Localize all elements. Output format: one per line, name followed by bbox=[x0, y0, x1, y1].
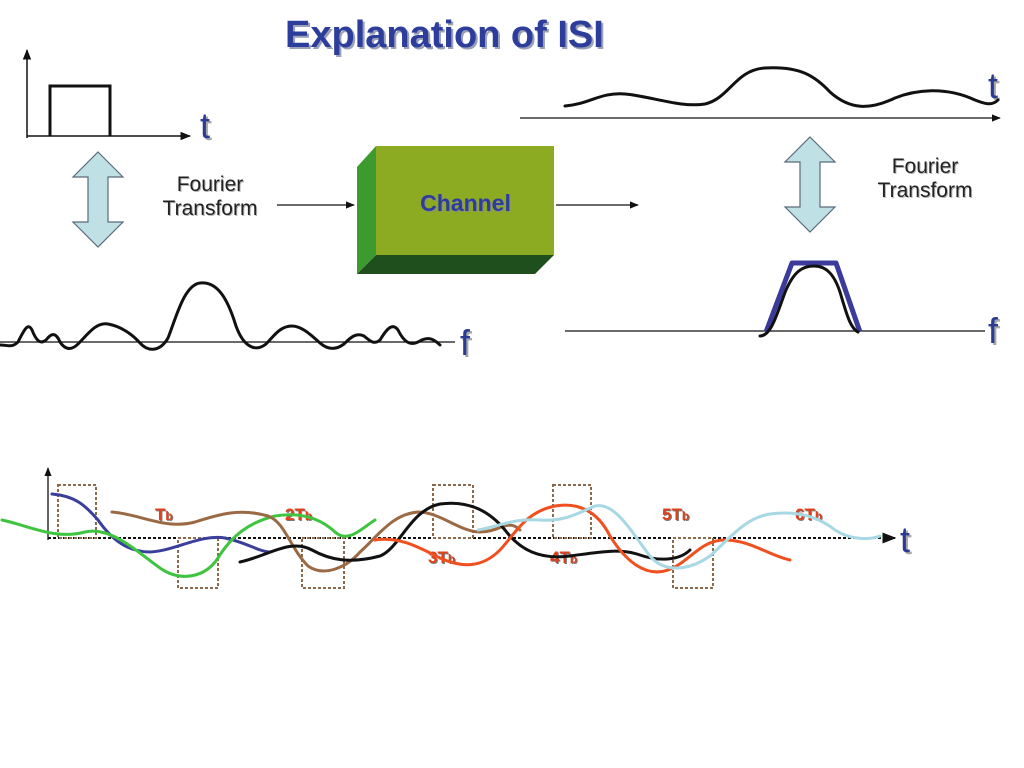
output-spectrum-curve bbox=[758, 264, 860, 338]
output-time-domain-plot bbox=[520, 66, 1001, 122]
left-transform-line1: Fourier bbox=[176, 173, 244, 196]
pulse-curve-green bbox=[0, 513, 377, 578]
top-left-time-axis-label: t bbox=[200, 105, 211, 146]
channel-bandlimit-trapezoid bbox=[763, 260, 863, 333]
symbol-label-1: Tb bbox=[155, 505, 173, 524]
bit-box-4 bbox=[432, 484, 474, 539]
sinc-spectrum-curve bbox=[0, 281, 442, 351]
symbol-label-5: 5Tb bbox=[662, 505, 690, 524]
right-fourier-double-arrow bbox=[783, 136, 837, 233]
top-right-freq-axis-label: f bbox=[988, 310, 999, 351]
top-right-time-axis-label: t bbox=[988, 65, 999, 106]
bit-box-3 bbox=[301, 537, 345, 589]
input-frequency-domain-plot bbox=[0, 281, 455, 351]
left-transform-line2: Transform bbox=[162, 197, 258, 221]
channel-block bbox=[357, 146, 554, 274]
bit-box-2 bbox=[177, 537, 219, 589]
left-fourier-transform-label: Fourier Transform bbox=[145, 173, 275, 221]
channel-label: Channel bbox=[420, 190, 511, 216]
pulse-curve-blue bbox=[50, 492, 272, 554]
pulse-curve-black bbox=[238, 501, 692, 564]
isi-pulse-train-plot bbox=[0, 467, 897, 589]
channel-bottom-face bbox=[357, 255, 554, 274]
right-transform-line1: Fourier bbox=[891, 155, 959, 178]
pulse-curve-brown bbox=[110, 510, 522, 573]
right-transform-line2: Transform bbox=[877, 179, 973, 203]
top-left-freq-axis-label: f bbox=[460, 322, 471, 363]
bit-box-6 bbox=[672, 537, 714, 589]
output-time-curve bbox=[563, 66, 1000, 108]
bit-box-1 bbox=[57, 484, 97, 539]
left-fourier-double-arrow bbox=[71, 151, 125, 248]
input-time-domain-plot bbox=[22, 48, 192, 141]
bottom-time-axis-label: t bbox=[900, 519, 911, 560]
channel-side-face bbox=[357, 146, 376, 274]
output-frequency-domain-plot bbox=[565, 260, 985, 338]
right-fourier-transform-label: Fourier Transform bbox=[860, 155, 990, 203]
channel-front-face bbox=[376, 146, 554, 255]
slide-title: Explanation of ISI bbox=[285, 14, 604, 56]
rectangular-pulse bbox=[48, 84, 112, 136]
bit-box-5 bbox=[552, 484, 592, 539]
pulse-curve-light-blue bbox=[476, 504, 882, 570]
